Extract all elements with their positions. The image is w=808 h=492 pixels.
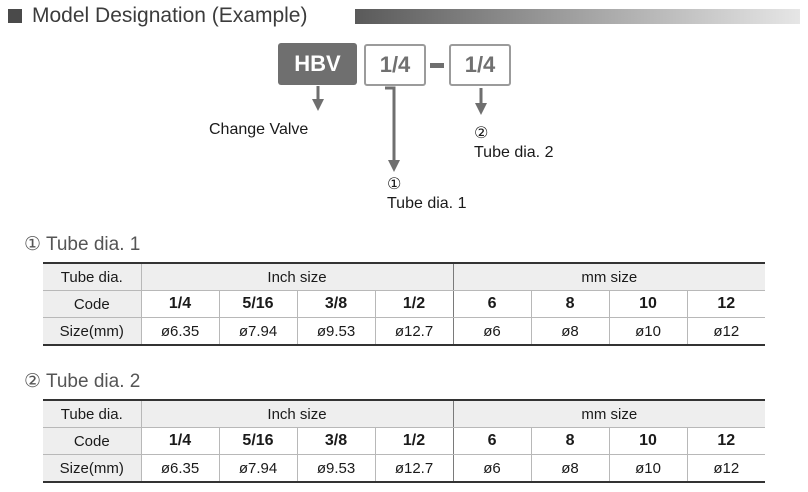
code-cell: 5/16 — [218, 290, 298, 318]
code-cell: 6 — [452, 427, 532, 455]
page-title: Model Designation (Example) — [32, 4, 308, 27]
size-cell: ø12 — [686, 454, 766, 483]
section-title-tube-dia-1: ① Tube dia. 1 — [24, 234, 141, 255]
size-cell: ø6 — [452, 454, 532, 483]
code-cell: 10 — [608, 290, 688, 318]
label-1-number: ① — [387, 176, 402, 193]
group-header-mm: mm size — [452, 262, 766, 291]
table-row: Size(mm) ø6.35 ø7.94 ø9.53 ø12.7 ø6 ø8 ø… — [43, 454, 766, 483]
size-cell: ø7.94 — [218, 317, 298, 346]
arrow-2-head — [475, 103, 487, 115]
section-title-tube-dia-2: ② Tube dia. 2 — [24, 371, 141, 392]
row-header: Tube dia. — [43, 399, 142, 428]
row-header: Size(mm) — [43, 454, 142, 483]
code-cell: 10 — [608, 427, 688, 455]
size-cell: ø12.7 — [374, 454, 454, 483]
size-cell: ø12 — [686, 317, 766, 346]
code-cell: 8 — [530, 290, 610, 318]
header-square-icon — [8, 9, 22, 23]
code-cell: 3/8 — [296, 290, 376, 318]
table-row: Tube dia. Inch size mm size — [43, 399, 766, 428]
row-header: Tube dia. — [43, 262, 142, 291]
arrow-1-head — [388, 160, 400, 172]
tube-dia-1-code-box: 1/4 — [364, 44, 426, 86]
size-cell: ø8 — [530, 454, 610, 483]
label-2-number: ② — [474, 125, 489, 142]
size-cell: ø10 — [608, 454, 688, 483]
label-change-valve: Change Valve — [209, 121, 309, 138]
tube-dia-2-code-box: 1/4 — [449, 44, 511, 86]
code-cell: 8 — [530, 427, 610, 455]
arrow-model-head — [312, 99, 324, 111]
table-row: Tube dia. Inch size mm size — [43, 262, 766, 291]
size-cell: ø6.35 — [140, 454, 220, 483]
section-header: Model Designation (Example) — [8, 4, 808, 28]
size-cell: ø9.53 — [296, 317, 376, 346]
group-header-inch: Inch size — [140, 262, 454, 291]
tube-dia-2-table: Tube dia. Inch size mm size Code 1/4 5/1… — [43, 399, 766, 483]
row-header: Code — [43, 290, 142, 318]
code-cell: 5/16 — [218, 427, 298, 455]
model-code-box: HBV — [278, 43, 357, 85]
size-cell: ø12.7 — [374, 317, 454, 346]
code-cell: 1/4 — [140, 427, 220, 455]
size-cell: ø9.53 — [296, 454, 376, 483]
code-cell: 1/2 — [374, 290, 454, 318]
header-gradient-bar — [355, 9, 800, 24]
table-row: Code 1/4 5/16 3/8 1/2 6 8 10 12 — [43, 427, 766, 455]
size-cell: ø10 — [608, 317, 688, 346]
code-cell: 12 — [686, 290, 766, 318]
code-cell: 6 — [452, 290, 532, 318]
code-cell: 1/2 — [374, 427, 454, 455]
code-cell: 12 — [686, 427, 766, 455]
size-cell: ø6.35 — [140, 317, 220, 346]
arrow-1-line — [385, 86, 396, 160]
group-header-mm: mm size — [452, 399, 766, 428]
code-cell: 1/4 — [140, 290, 220, 318]
size-cell: ø8 — [530, 317, 610, 346]
size-cell: ø6 — [452, 317, 532, 346]
group-header-inch: Inch size — [140, 399, 454, 428]
table-row: Code 1/4 5/16 3/8 1/2 6 8 10 12 — [43, 290, 766, 318]
tube-dia-1-table: Tube dia. Inch size mm size Code 1/4 5/1… — [43, 262, 766, 346]
row-header: Code — [43, 427, 142, 455]
code-cell: 3/8 — [296, 427, 376, 455]
label-tube-dia-2: Tube dia. 2 — [474, 144, 554, 161]
table-row: Size(mm) ø6.35 ø7.94 ø9.53 ø12.7 ø6 ø8 ø… — [43, 317, 766, 346]
label-tube-dia-1: Tube dia. 1 — [387, 195, 467, 212]
separator-dash — [430, 63, 444, 68]
size-cell: ø7.94 — [218, 454, 298, 483]
row-header: Size(mm) — [43, 317, 142, 346]
